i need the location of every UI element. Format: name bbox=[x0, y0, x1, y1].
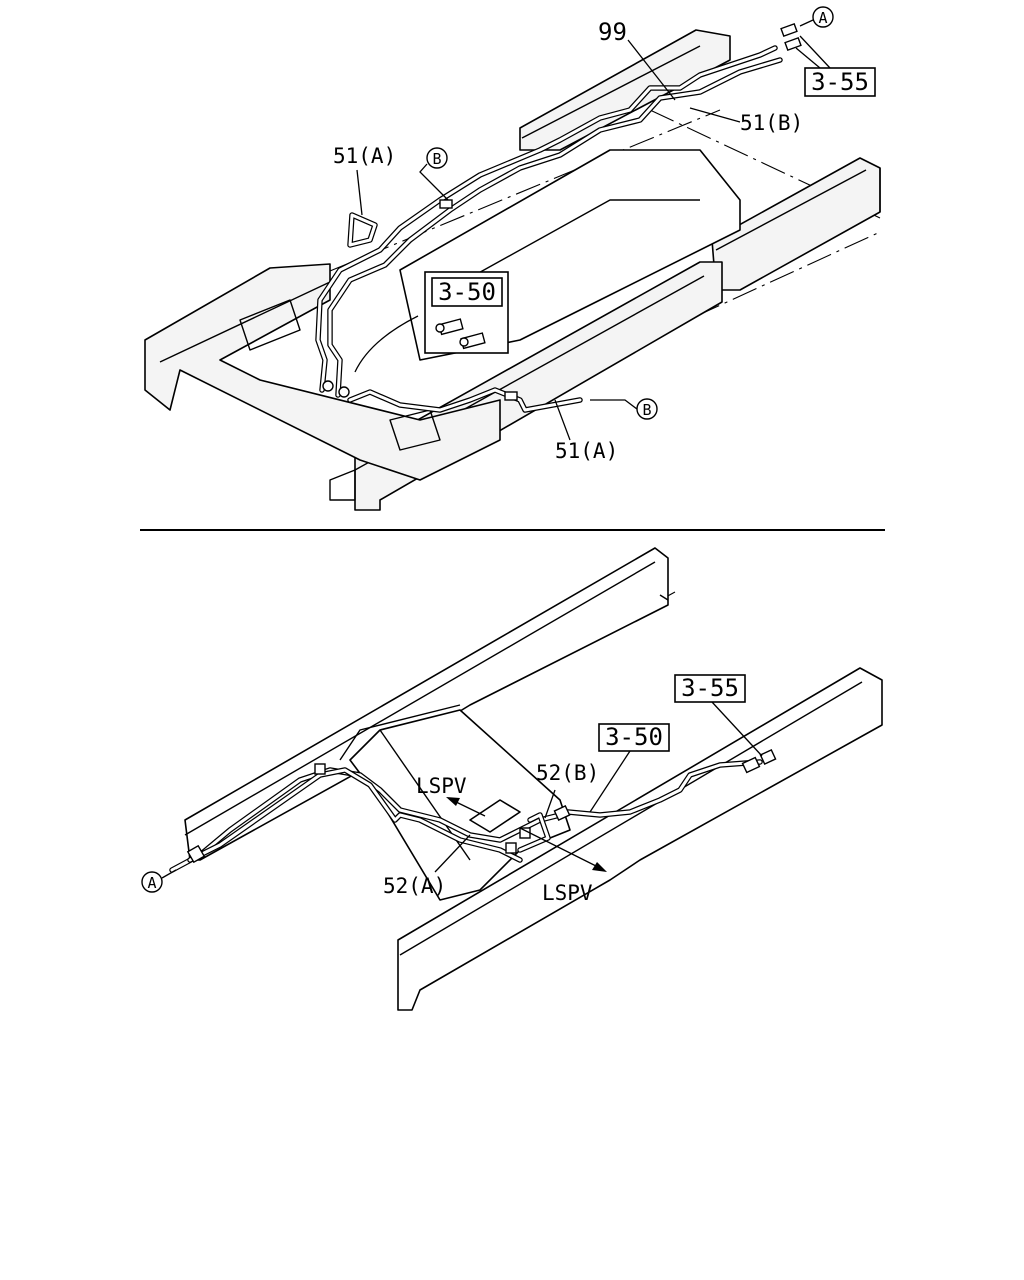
ref-label-3-55-bottom: 3-55 bbox=[681, 674, 739, 702]
lspv-label-upper: LSPV bbox=[416, 774, 467, 798]
callout-51b: 51(B) bbox=[740, 111, 803, 135]
marker-b-left-label: B bbox=[432, 150, 441, 168]
callout-99: 99 bbox=[598, 18, 627, 46]
callout-52a: 52(A) bbox=[383, 874, 446, 898]
detail-leader-curve bbox=[354, 315, 419, 373]
marker-a-bottom bbox=[141, 871, 163, 893]
marker-b-right-label: B bbox=[642, 401, 651, 419]
lspv-arrow-lower bbox=[519, 827, 601, 869]
ref-box-3-50-bottom bbox=[598, 723, 670, 752]
marker-a-bottom-label: A bbox=[147, 874, 156, 892]
ref-box-3-50-top bbox=[431, 277, 503, 307]
callout-52b: 52(B) bbox=[536, 761, 599, 785]
lspv-label-lower: LSPV bbox=[542, 881, 593, 905]
upper-far-rail bbox=[519, 29, 731, 151]
upper-front-crossmember bbox=[144, 263, 501, 481]
marker-b-left bbox=[426, 147, 448, 169]
lower-lower-rail bbox=[397, 667, 883, 1011]
ref-box-3-55-top bbox=[804, 67, 876, 97]
lspv-arrow-upper-head bbox=[446, 797, 460, 806]
marker-a-top-label: A bbox=[818, 9, 827, 27]
ref-label-3-55-top: 3-55 bbox=[811, 68, 869, 96]
lspv-arrow-lower-head bbox=[592, 862, 607, 872]
ref-label-3-50-bottom: 3-50 bbox=[605, 723, 663, 751]
valve-detail-icon bbox=[435, 318, 486, 350]
marker-a-top bbox=[812, 6, 834, 28]
callout-51a-lower: 51(A) bbox=[555, 439, 618, 463]
lower-pipe-run bbox=[169, 749, 777, 873]
lspv-valve-body bbox=[469, 799, 521, 833]
upper-pipe-run bbox=[315, 22, 802, 413]
ref-label-3-50-top: 3-50 bbox=[438, 278, 496, 306]
callout-51a-upper: 51(A) bbox=[333, 144, 396, 168]
ref-box-3-55-bottom bbox=[674, 674, 746, 703]
upper-view: 3-50 99 51(B) 51(A) B B 51(A) A bbox=[144, 6, 881, 511]
lower-view: LSPV LSPV A 52(A) 52(B) 3-50 3-55 bbox=[141, 547, 883, 1011]
